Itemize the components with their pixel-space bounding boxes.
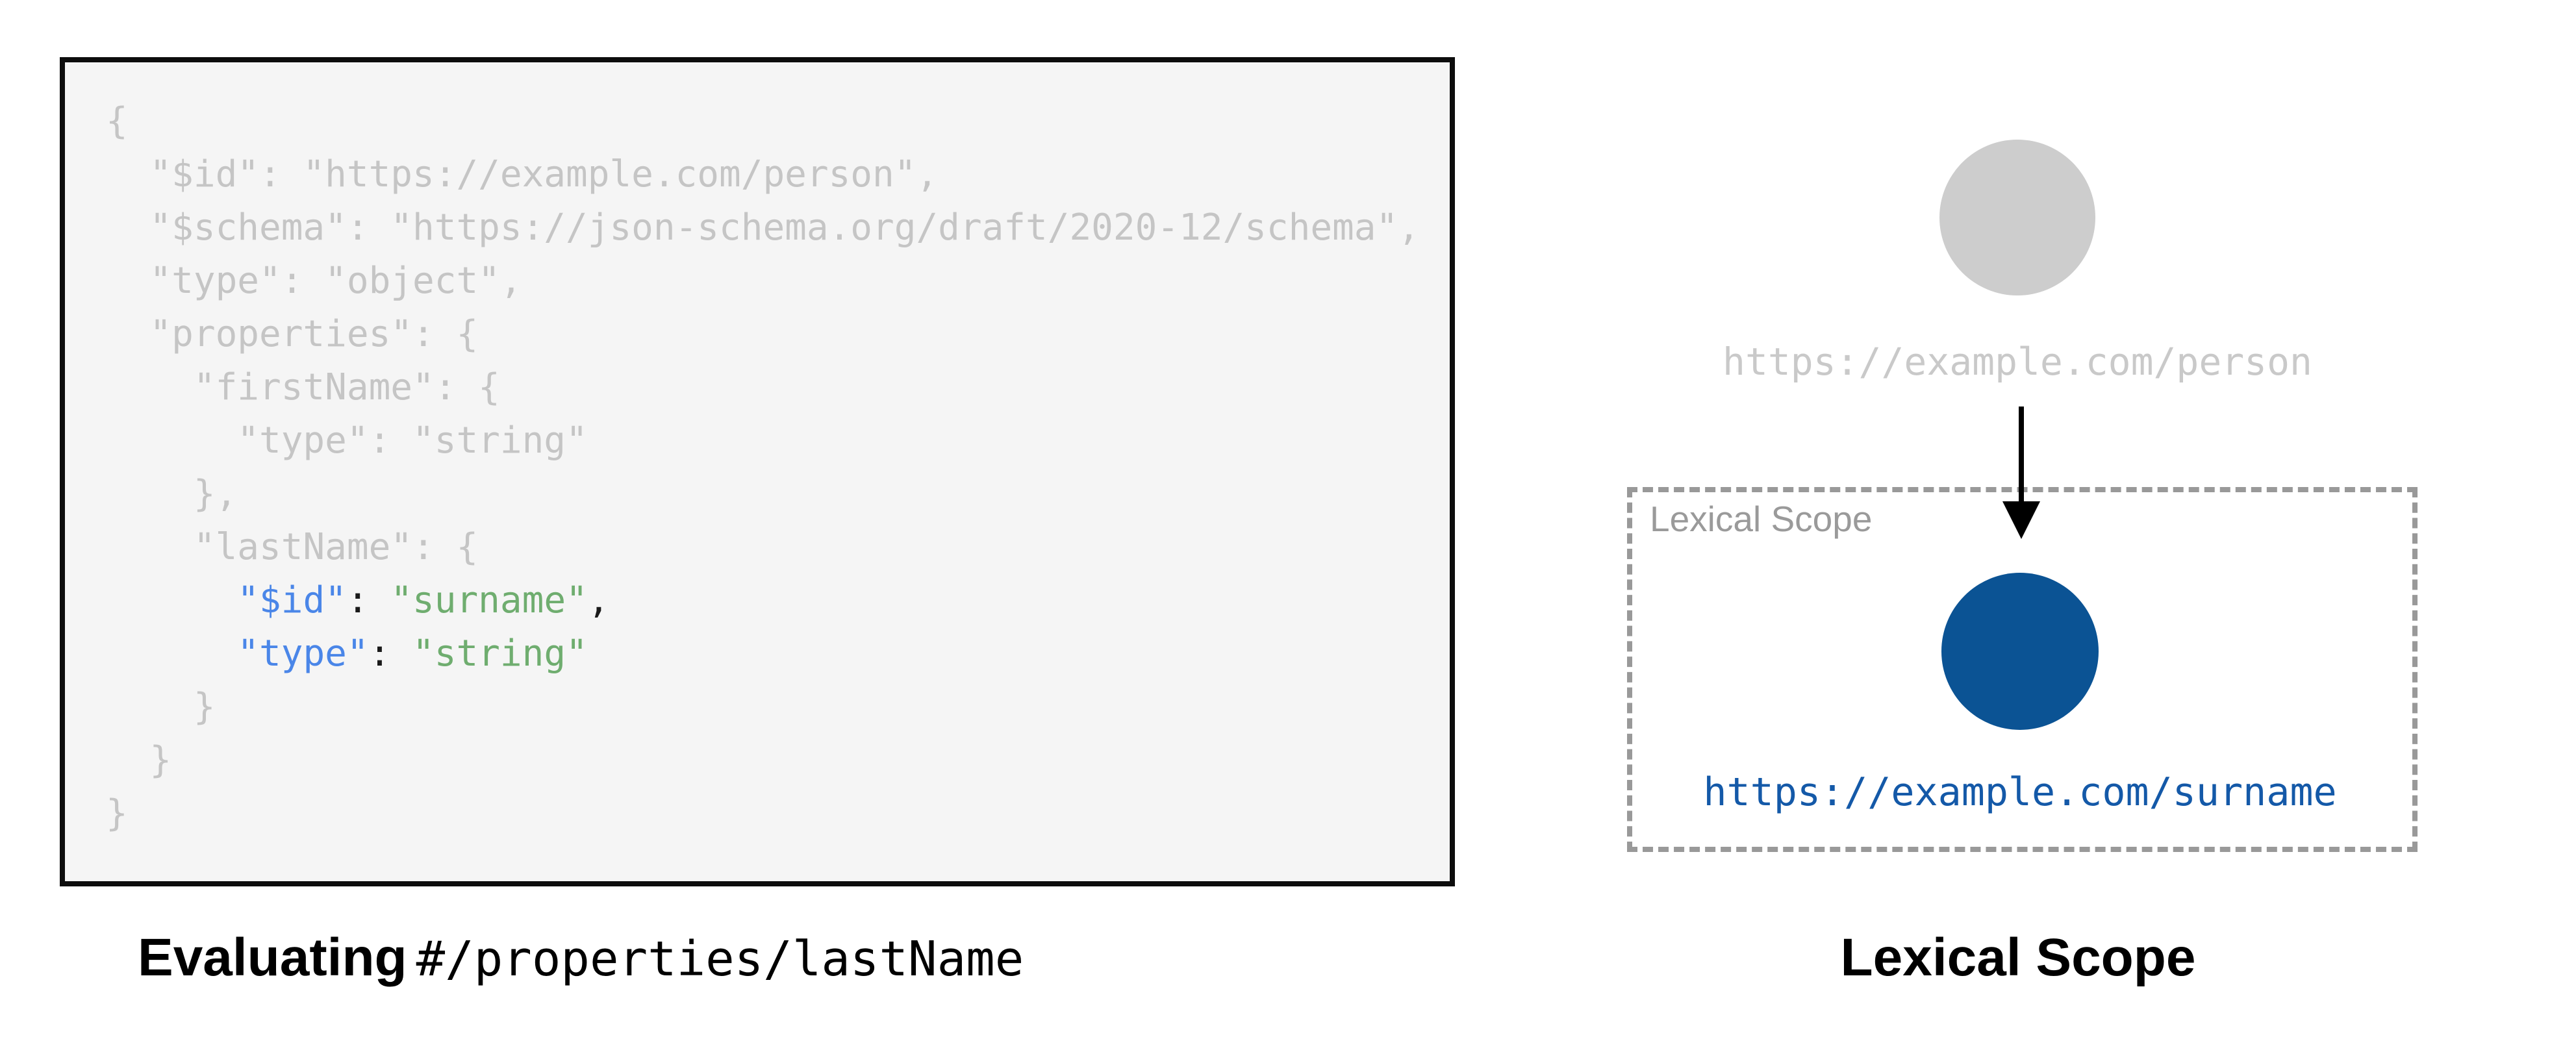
code-line-highlight-type: "type": "string" [106, 632, 588, 675]
person-node-circle [1939, 140, 2095, 295]
json-code: { "$id": "https://example.com/person", "… [65, 62, 1450, 840]
code-line: "properties": { [106, 313, 479, 355]
code-token-punct: : [368, 632, 413, 675]
caption-lexical-scope: Lexical Scope [1840, 928, 2196, 987]
surname-node-circle [1941, 573, 2099, 730]
json-schema-panel: { "$id": "https://example.com/person", "… [60, 57, 1455, 886]
person-uri-label: https://example.com/person [1723, 340, 2312, 384]
code-line-highlight-id: "$id": "surname", [106, 579, 609, 621]
code-line: } [106, 792, 128, 834]
code-token-punct: , [587, 579, 610, 621]
surname-uri-label: https://example.com/surname [1703, 770, 2337, 815]
code-token-string: "surname" [390, 579, 588, 621]
code-line: }, [106, 473, 238, 515]
code-line: } [106, 739, 172, 781]
caption-evaluating-pointer: #/properties/lastName [416, 931, 1024, 987]
code-token-key: "$id" [237, 579, 347, 621]
code-line: "$id": "https://example.com/person", [106, 153, 939, 195]
reference-arrow-shaft [2019, 407, 2024, 504]
code-line: } [106, 686, 216, 728]
code-token-string: "string" [412, 632, 588, 675]
code-line: "type": "string" [106, 419, 588, 462]
code-line: "$schema": "https://json-schema.org/draf… [106, 207, 1420, 249]
code-token-key: "type" [237, 632, 369, 675]
code-token-punct: : [346, 579, 391, 621]
caption-evaluating: Evaluating#/properties/lastName [138, 931, 1024, 984]
code-line: "firstName": { [106, 366, 500, 408]
code-line: { [106, 100, 128, 142]
code-line: "type": "object", [106, 260, 522, 302]
reference-arrow-head [2002, 501, 2040, 539]
code-line: "lastName": { [106, 526, 479, 568]
lexical-scope-inline-label: Lexical Scope [1650, 499, 1873, 539]
caption-evaluating-bold: Evaluating [138, 928, 407, 987]
